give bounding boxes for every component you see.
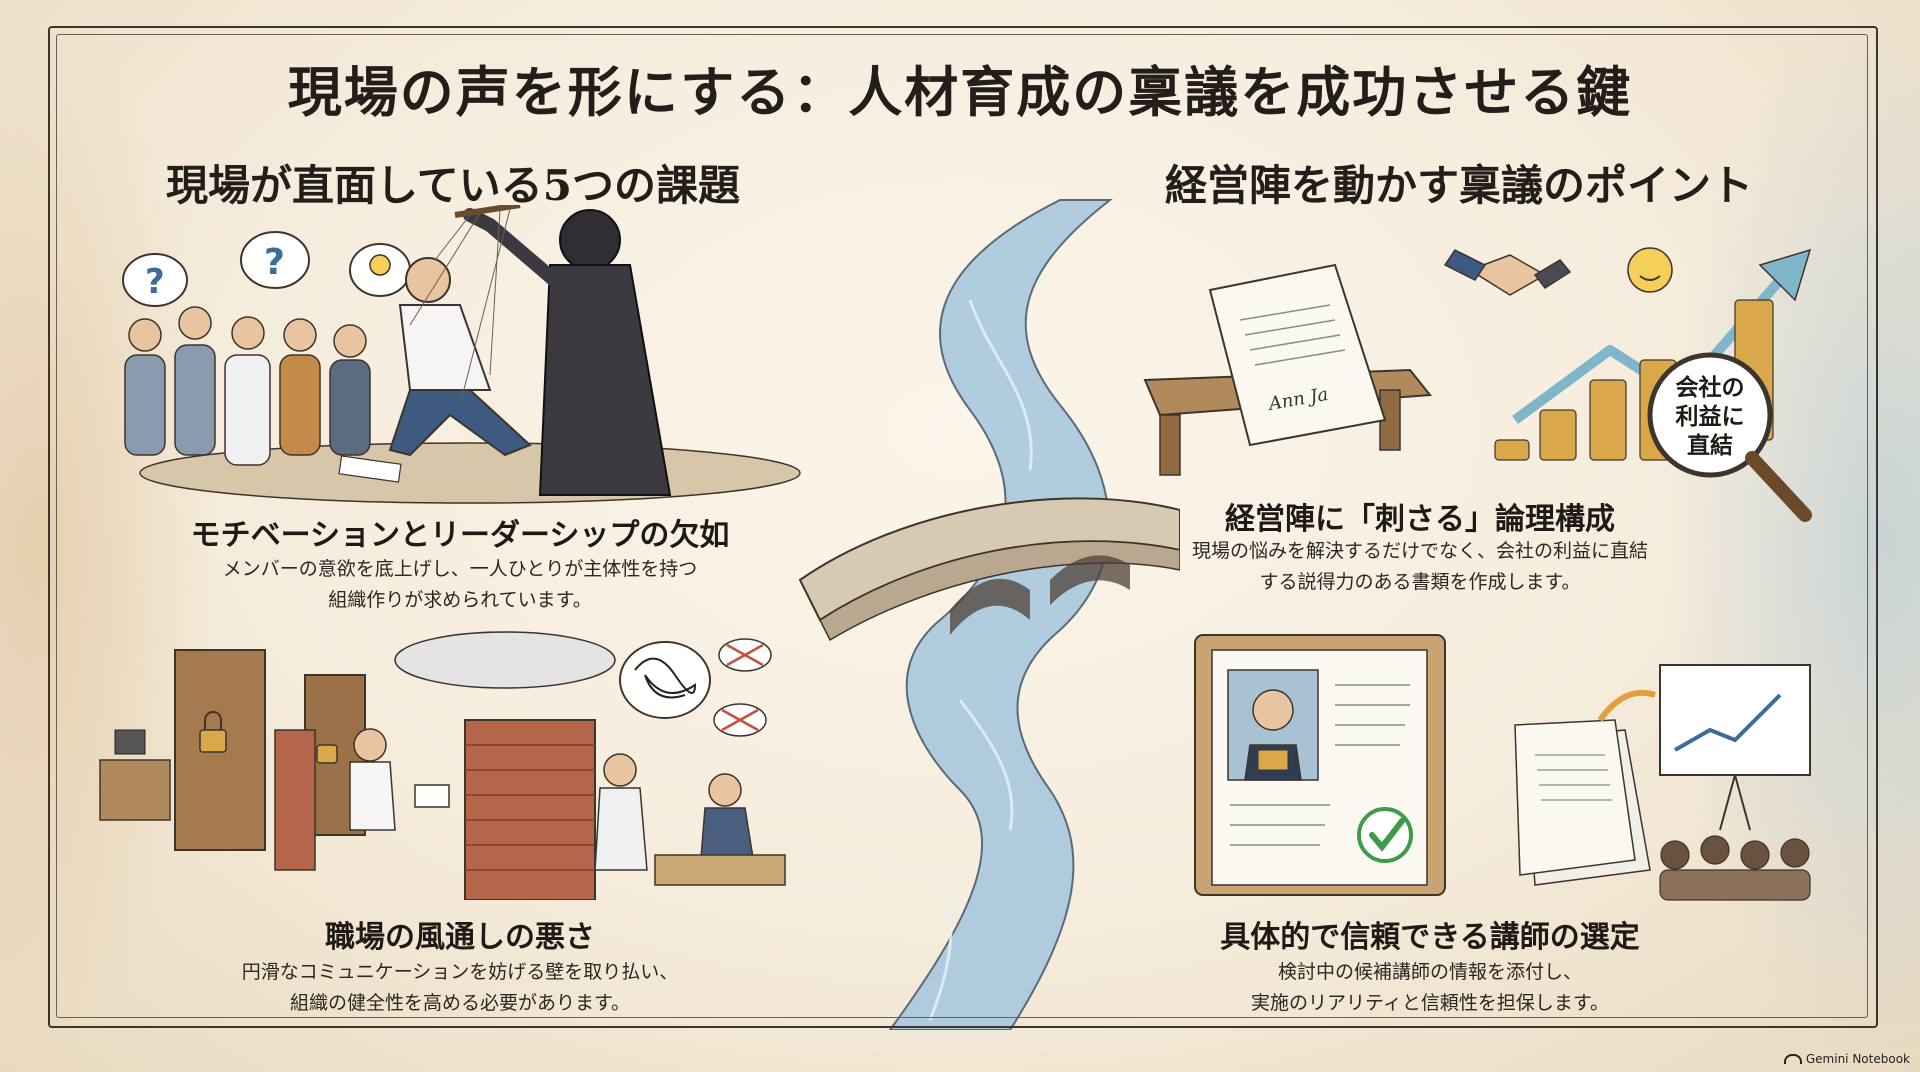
- profile-folder: [1194, 634, 1446, 896]
- river-bridge-illustration: [798, 199, 1180, 1030]
- puppet-leadership-illustration: ? ?: [122, 205, 801, 504]
- communication-wall-illustration: [99, 631, 786, 900]
- brand-watermark: Gemini Notebook: [1783, 1052, 1910, 1066]
- logic-growth-illustration: Ann Ja 会社の 利益に 直結: [1143, 247, 1812, 522]
- checkmark-icon: [1357, 807, 1413, 863]
- challenge-1-desc-line1: メンバーの意欲を底上げし、一人ひとりが主体性を持つ: [222, 558, 698, 580]
- signed-document: Ann Ja: [1208, 263, 1387, 447]
- point-1-title: 経営陣に「刺さる」論理構成: [1225, 502, 1615, 537]
- inner-frame: [56, 34, 1868, 1018]
- outer-frame: [48, 26, 1878, 1028]
- left-watercolor-wash: [0, 20, 220, 1060]
- question-mark-icon: ?: [145, 262, 165, 302]
- curved-arrow: [1597, 689, 1656, 722]
- left-section-heading: 現場が直面している5つの課題: [166, 161, 740, 210]
- arguing-coworkers: [594, 753, 786, 886]
- magnifier-icon: 会社の 利益に 直結: [1647, 352, 1812, 522]
- instructor-selection-illustration: [1194, 634, 1811, 901]
- challenge-1-title: モチベーションとリーダーシップの欠如: [190, 518, 730, 553]
- padlock-icon: [199, 729, 227, 753]
- brand-label: Gemini Notebook: [1805, 1052, 1910, 1066]
- point-2-desc-line1: 検討中の候補講師の情報を添付し、: [1277, 961, 1582, 983]
- challenge-2-title: 職場の風通しの悪さ: [325, 920, 595, 955]
- point-2-title: 具体的で信頼できる講師の選定: [1220, 920, 1640, 955]
- main-title: 現場の声を形にする：人材育成の稟議を成功させる鍵: [287, 60, 1633, 124]
- thought-bubble-lightbulb: [349, 243, 411, 297]
- crossed-speech-bubble: [713, 638, 772, 737]
- challenge-2-desc-line1: 円滑なコミュニケーションを妨げる壁を取り払い、: [241, 961, 679, 983]
- magnifier-text-line3: 直結: [1687, 432, 1733, 459]
- magnifier-text-line1: 会社の: [1676, 374, 1745, 401]
- point-1-desc-line1: 現場の悩みを解決するだけでなく、会社の利益に直結: [1191, 540, 1648, 562]
- locked-door: [174, 649, 266, 851]
- padlock-icon: [316, 744, 338, 764]
- office-desk-left: [99, 729, 171, 821]
- lightbulb-icon: [369, 254, 391, 276]
- thought-bubble-question: ?: [122, 253, 188, 307]
- gemini-logo-icon: [1783, 1054, 1802, 1064]
- audience: [1659, 835, 1811, 901]
- cloud: [394, 631, 616, 689]
- challenge-2-desc-line2: 組織の健全性を高める必要があります。: [289, 992, 631, 1014]
- magnifier-text-line2: 利益に: [1676, 403, 1745, 430]
- man-with-letter: [349, 728, 450, 831]
- right-section-heading: 経営陣を動かす稟議のポイント: [1165, 161, 1754, 210]
- handshake-icon: [1443, 249, 1572, 296]
- brick-wall: [464, 719, 596, 900]
- stacked-documents: [1514, 719, 1651, 886]
- question-mark-icon: ?: [264, 242, 285, 283]
- envelope-icon: [414, 784, 450, 808]
- challenge-1-desc-line2: 組織作りが求められています。: [328, 589, 592, 611]
- smiley-icon: [1627, 247, 1673, 293]
- thought-bubble-question: ?: [240, 231, 310, 289]
- point-2-desc-line2: 実施のリアリティと信頼性を担保します。: [1251, 992, 1609, 1014]
- puppet-man: [388, 257, 532, 457]
- presentation-board: [1659, 664, 1811, 831]
- tangled-speech-bubble: [619, 641, 711, 719]
- point-1-desc-line2: する説得力のある書類を作成します。: [1259, 571, 1581, 593]
